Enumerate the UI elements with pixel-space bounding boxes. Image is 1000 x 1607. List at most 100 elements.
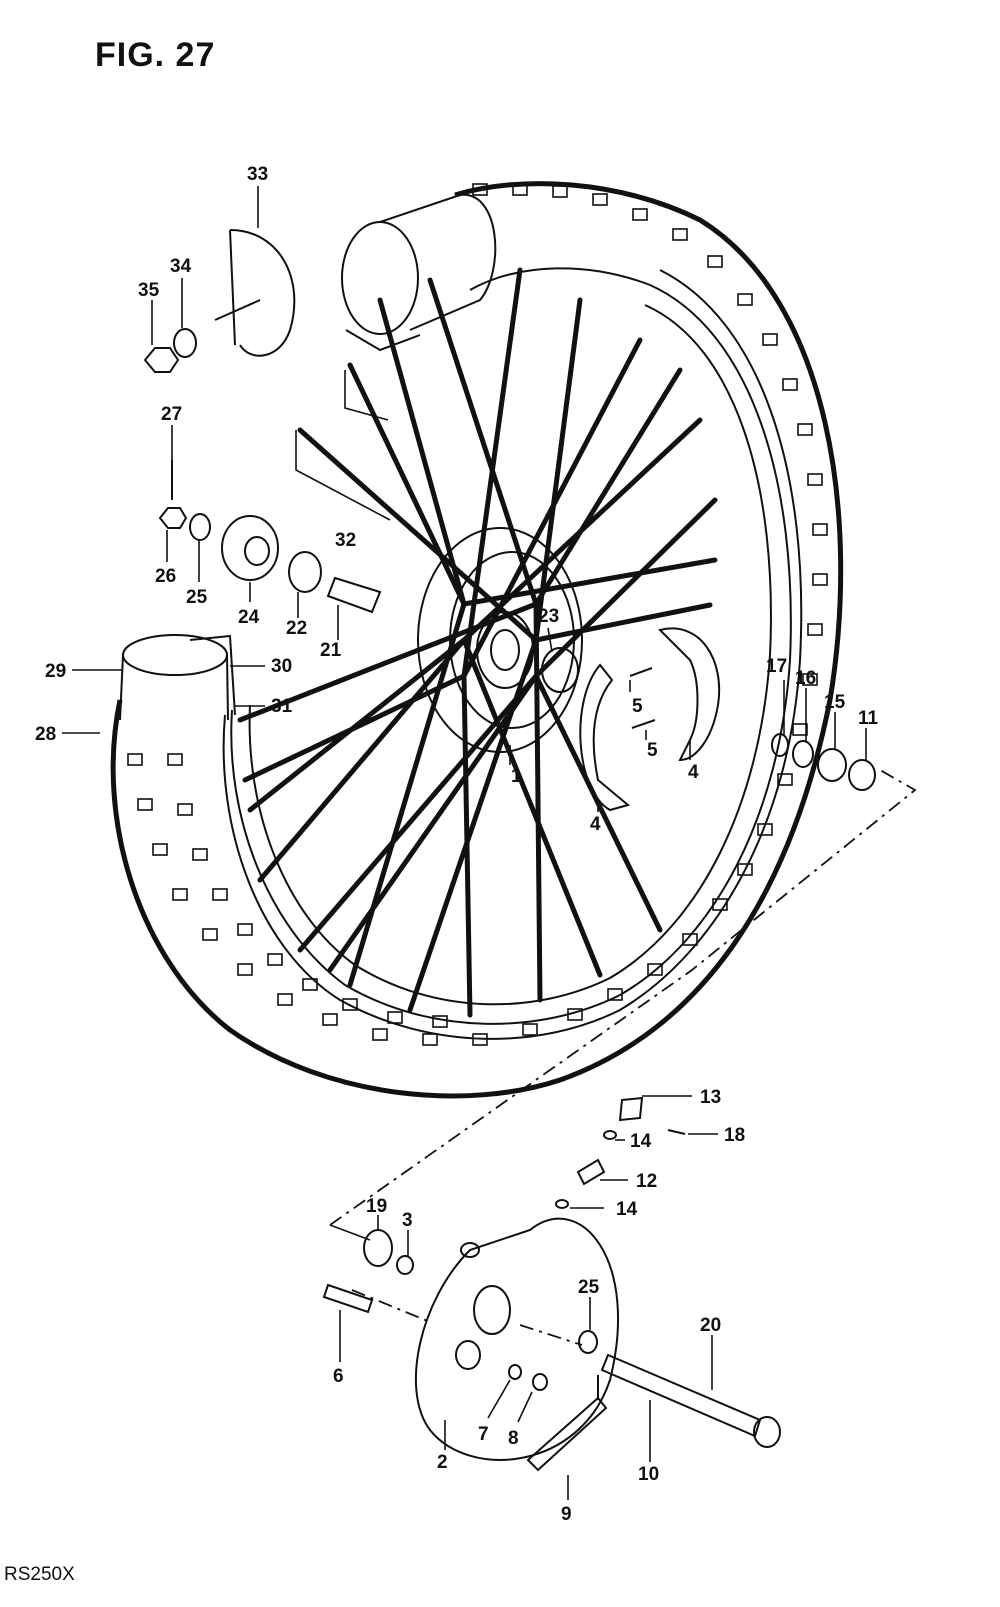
- tread-block: [802, 673, 818, 686]
- callout-leaders: [62, 186, 867, 1500]
- tread-block: [422, 1033, 438, 1046]
- tread-block: [807, 473, 823, 486]
- callout-6: 6: [333, 1366, 344, 1387]
- spoke: [347, 362, 467, 607]
- callout-9: 9: [561, 1504, 572, 1525]
- callout-15: 15: [824, 692, 846, 713]
- callout-7: 7: [478, 1424, 489, 1445]
- callout-11: 11: [858, 708, 879, 729]
- assembly-guide-lines: [329, 769, 917, 1346]
- callout-26: 26: [155, 566, 176, 587]
- spoke: [297, 427, 539, 643]
- tread-block: [737, 863, 753, 876]
- hub: [417, 527, 583, 753]
- tread-block: [152, 843, 168, 856]
- tread-block: [757, 823, 773, 836]
- callout-2: 2: [437, 1452, 448, 1473]
- spoke: [533, 601, 543, 1003]
- brake-panel: [322, 1096, 781, 1472]
- tread-block: [777, 773, 793, 786]
- callout-4a: 4: [688, 762, 699, 783]
- tread-block: [812, 523, 828, 536]
- callout-14a: 14: [630, 1131, 652, 1152]
- tread-block: [647, 963, 663, 976]
- tread-block: [782, 378, 798, 391]
- callout-5a: 5: [632, 696, 643, 717]
- tread-block: [237, 923, 253, 936]
- tread-block: [342, 998, 358, 1011]
- tread-block: [192, 848, 208, 861]
- tread-block: [372, 1028, 388, 1041]
- spoke: [257, 637, 467, 883]
- callout-22: 22: [286, 618, 307, 639]
- callout-labels: 33 34 35 27 26 25 24 22 21 32 23 29 30 2…: [35, 164, 879, 1525]
- callout-4b: 4: [590, 814, 601, 835]
- spoke: [461, 673, 473, 1018]
- tread-block: [167, 753, 183, 766]
- brake-shoes: [579, 627, 721, 812]
- callout-35: 35: [138, 280, 160, 301]
- callout-20: 20: [700, 1315, 721, 1336]
- tread-block: [237, 963, 253, 976]
- tread-block: [707, 255, 723, 268]
- tread-block: [512, 183, 528, 196]
- callout-3: 3: [402, 1210, 413, 1231]
- tread-block: [277, 993, 293, 1006]
- spoke: [347, 601, 467, 988]
- tread-block: [552, 185, 568, 198]
- callout-18: 18: [724, 1125, 745, 1146]
- figure-title: FIG. 27: [95, 36, 216, 74]
- spoke: [461, 557, 718, 607]
- tread-block: [212, 888, 228, 901]
- spoke: [297, 673, 539, 953]
- small-parts: [143, 229, 876, 791]
- callout-10: 10: [638, 1464, 659, 1485]
- spoke: [427, 277, 539, 607]
- callout-12: 12: [636, 1171, 657, 1192]
- callout-5b: 5: [647, 740, 658, 761]
- tread-block: [202, 928, 218, 941]
- callout-30: 30: [271, 656, 292, 677]
- rim: [230, 267, 792, 1025]
- tread-block: [812, 573, 828, 586]
- callout-25b: 25: [578, 1277, 600, 1298]
- tread-block: [737, 293, 753, 306]
- tread-block: [797, 423, 813, 436]
- tread-block: [387, 1011, 403, 1024]
- callout-32: 32: [335, 530, 356, 551]
- spoke: [533, 602, 713, 643]
- tread-block: [592, 193, 608, 206]
- tire: [110, 181, 844, 1099]
- tread-block: [792, 723, 808, 736]
- callout-17: 17: [766, 656, 787, 677]
- tread-block: [137, 798, 153, 811]
- spoke: [461, 637, 603, 978]
- tread-block: [632, 208, 648, 221]
- tread-block: [807, 623, 823, 636]
- tread-block: [672, 228, 688, 241]
- tread-block: [127, 753, 143, 766]
- tread-block: [472, 1033, 488, 1046]
- tread-block: [322, 1013, 338, 1026]
- callout-1: 1: [511, 766, 522, 787]
- callout-8: 8: [508, 1428, 519, 1449]
- tube-cut: [119, 634, 236, 721]
- tread-block: [682, 933, 698, 946]
- tread-block: [177, 803, 193, 816]
- spoke: [533, 497, 718, 679]
- callout-34: 34: [170, 256, 192, 277]
- tread-block: [302, 978, 318, 991]
- callout-21: 21: [320, 640, 342, 661]
- callout-33: 33: [247, 164, 268, 185]
- callout-29: 29: [45, 661, 66, 682]
- tread-block: [267, 953, 283, 966]
- model-code: RS250X: [4, 1564, 75, 1585]
- callout-27: 27: [161, 404, 182, 425]
- tread-block: [762, 333, 778, 346]
- callout-24: 24: [238, 607, 260, 628]
- callout-31: 31: [271, 696, 293, 717]
- spoke: [533, 297, 583, 643]
- callout-23: 23: [538, 606, 559, 627]
